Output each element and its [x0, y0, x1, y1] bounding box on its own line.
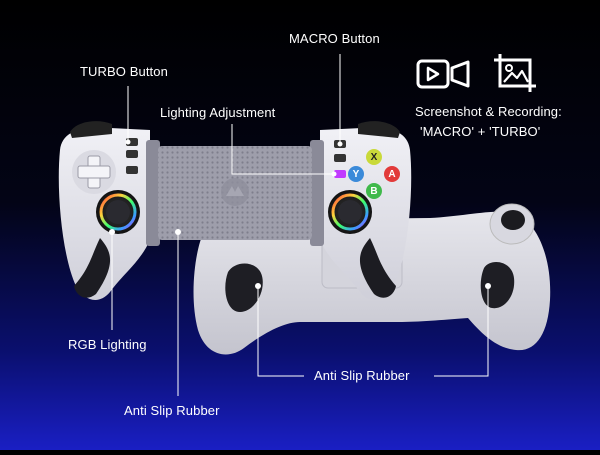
macro-button-label: MACRO Button — [289, 31, 380, 46]
a-button: A — [384, 166, 400, 182]
front-view-controller — [58, 121, 412, 300]
right-thumbstick — [328, 190, 372, 234]
video-recording-icon — [416, 58, 472, 95]
anti-slip-rubber-label-right: Anti Slip Rubber — [314, 368, 410, 383]
y-button: Y — [348, 166, 364, 182]
rgb-lighting-label: RGB Lighting — [68, 337, 147, 352]
macro-turbo-combo-label: 'MACRO' + 'TURBO' — [420, 124, 541, 139]
left-thumbstick — [96, 190, 140, 234]
turbo-button-label: TURBO Button — [80, 64, 168, 79]
screenshot-recording-label: Screenshot & Recording: — [415, 104, 562, 119]
dpad — [72, 150, 116, 194]
b-button: B — [366, 183, 382, 199]
x-button: X — [366, 149, 382, 165]
screenshot-icon — [492, 52, 538, 99]
callout-lines — [109, 54, 491, 396]
anti-slip-rubber-label-left: Anti Slip Rubber — [124, 403, 220, 418]
lighting-adjustment-label: Lighting Adjustment — [160, 105, 276, 120]
